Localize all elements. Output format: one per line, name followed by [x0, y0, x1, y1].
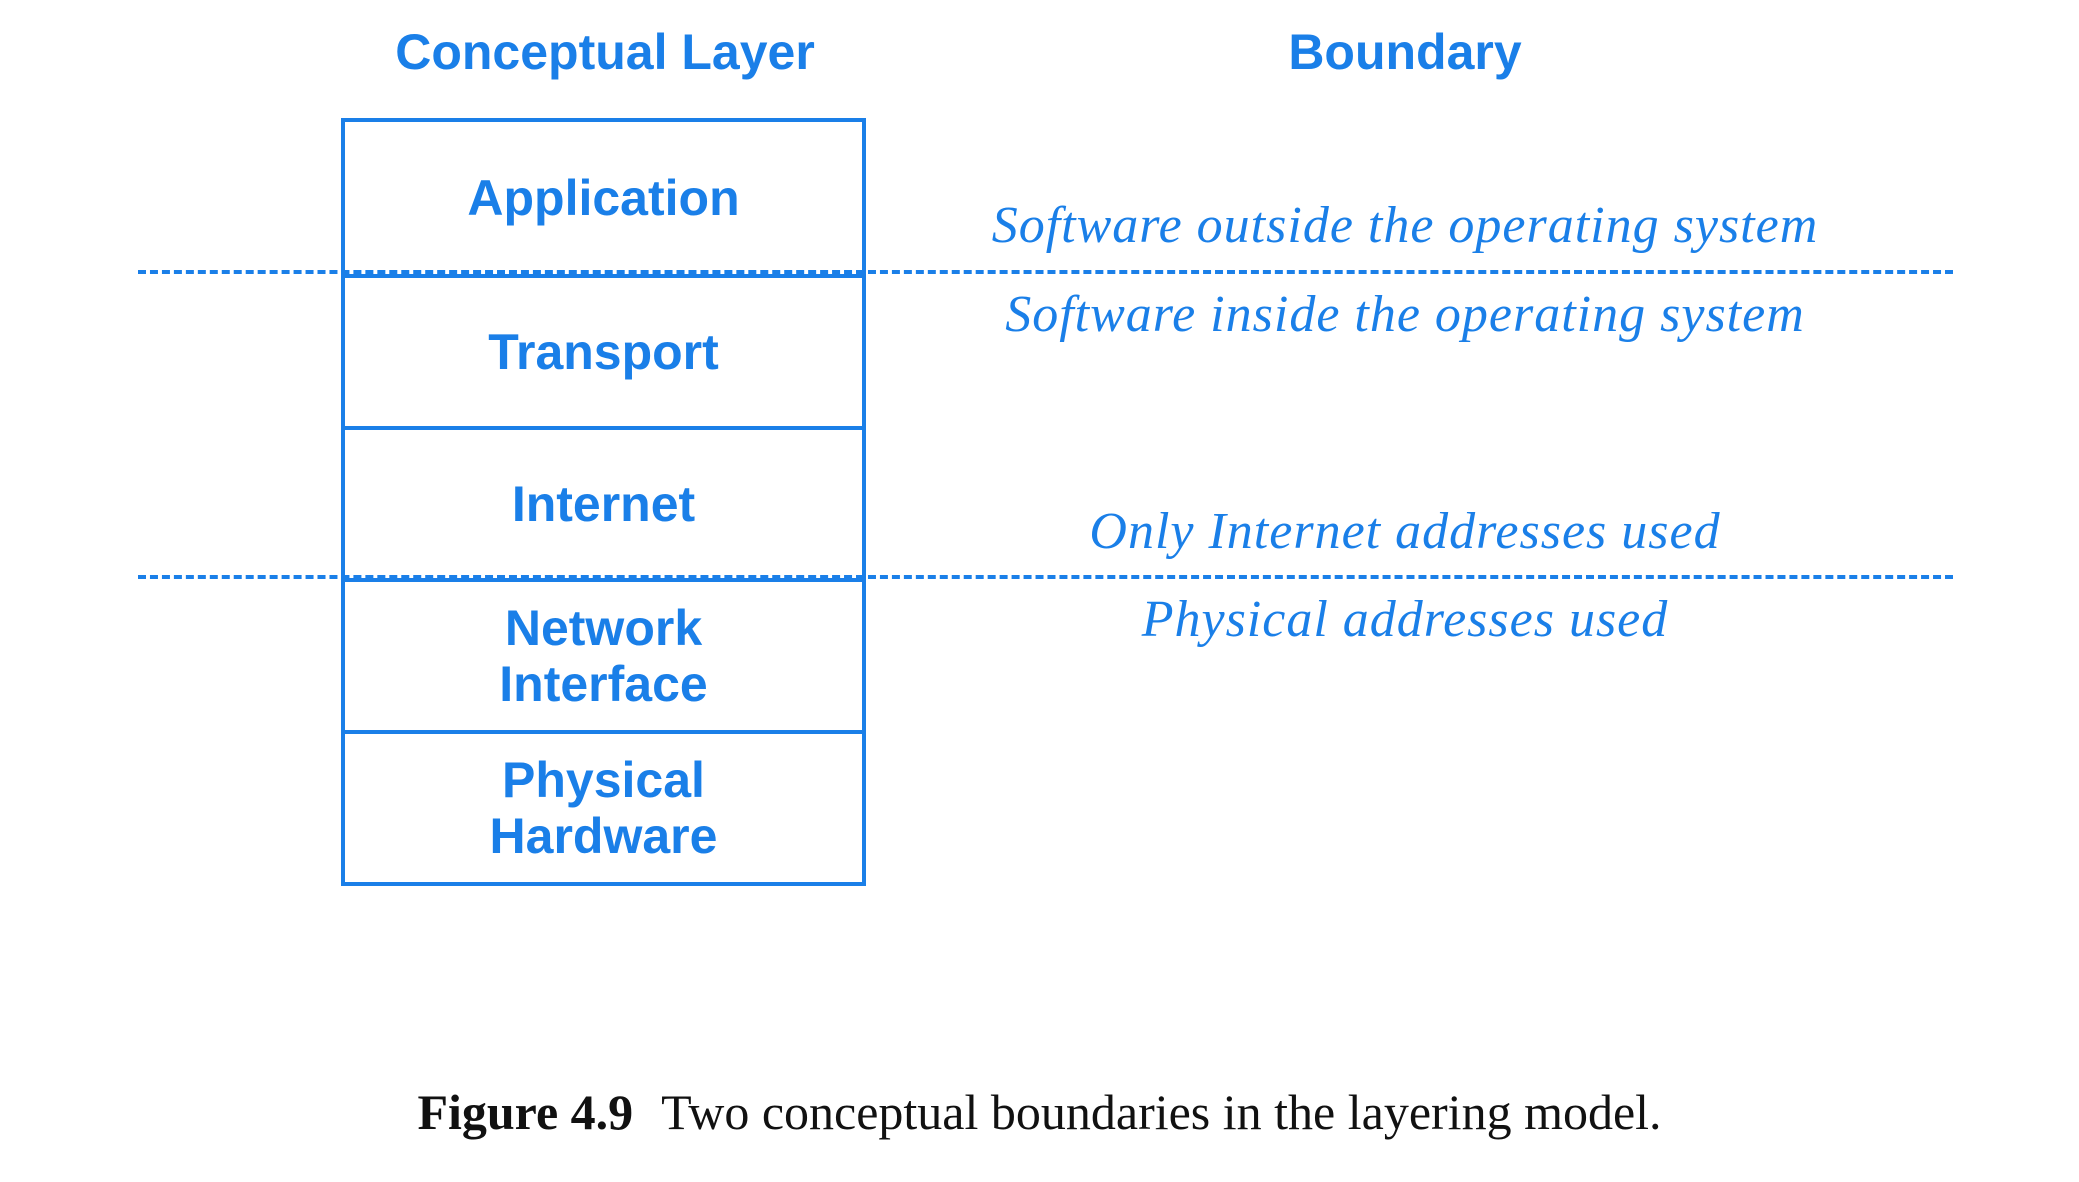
layer-transport: Transport — [345, 278, 862, 430]
boundary-os-below-text: Software inside the operating system — [1005, 286, 1805, 343]
layer-physical-hardware: Physical Hardware — [345, 734, 862, 886]
layer-application: Application — [345, 122, 862, 278]
boundary-line-os — [138, 270, 1953, 274]
boundary-os-above-text: Software outside the operating system — [991, 197, 1819, 254]
figure-caption-text: Two conceptual boundaries in the layerin… — [661, 1084, 1662, 1140]
figure-caption: Figure 4.9 Two conceptual boundaries in t… — [0, 1082, 2079, 1142]
boundary-heading: Boundary — [1288, 24, 1522, 80]
boundary-address-above-text: Only Internet addresses used — [1089, 503, 1721, 560]
layer-internet: Internet — [345, 430, 862, 582]
layer-network-interface: Network Interface — [345, 582, 862, 734]
boundary-line-address — [138, 575, 1953, 579]
figure-label: Figure 4.9 — [417, 1084, 634, 1140]
conceptual-layer-heading: Conceptual Layer — [395, 24, 815, 80]
layer-stack: Application Transport Internet Network I… — [341, 118, 866, 886]
boundary-address-below-text: Physical addresses used — [1141, 591, 1669, 648]
